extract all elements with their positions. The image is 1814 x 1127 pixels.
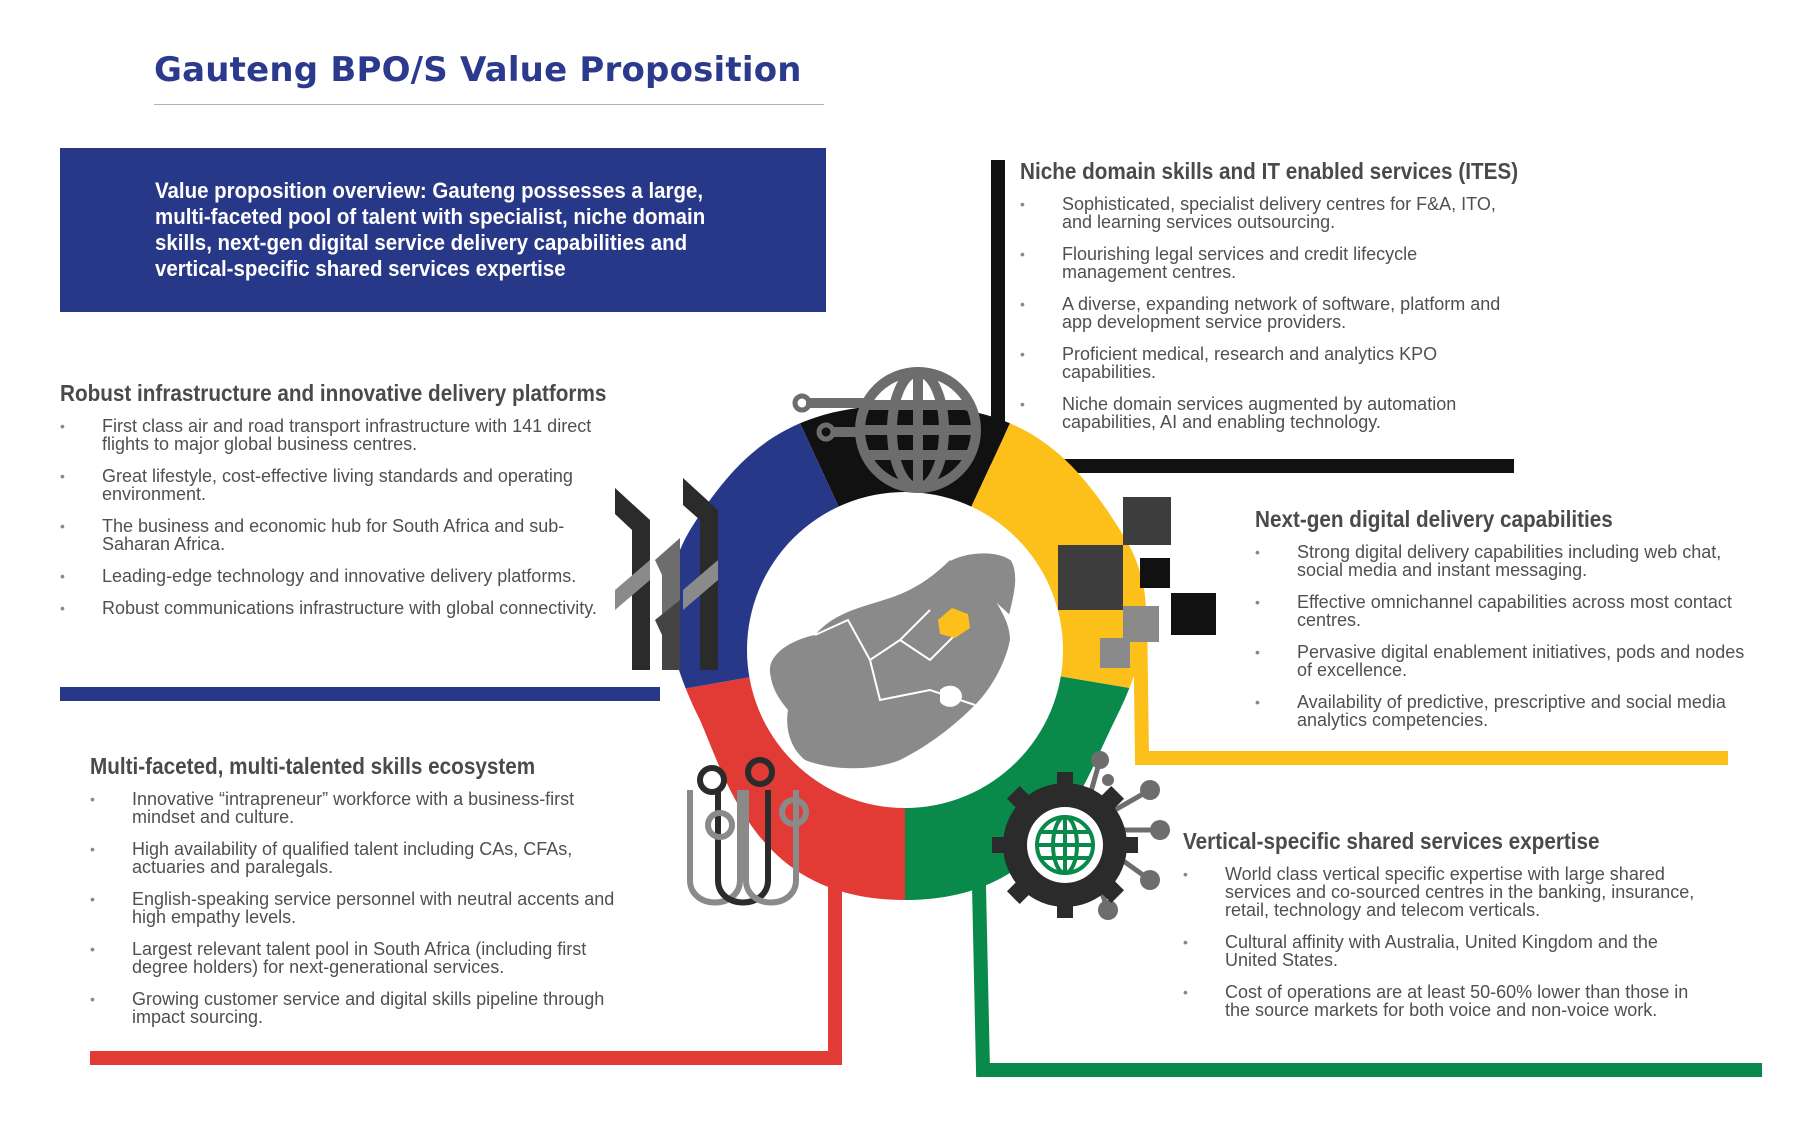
building-towers-icon	[615, 478, 718, 670]
overview-text: Value proposition overview: Gauteng poss…	[155, 178, 706, 281]
section-skills: Multi-faceted, multi-talented skills eco…	[90, 753, 635, 1040]
section-skills-title: Multi-faceted, multi-talented skills eco…	[90, 753, 536, 779]
list-item: •Robust communications infrastructure wi…	[60, 598, 597, 618]
list-item: •Flourishing legal services and credit l…	[1020, 244, 1418, 282]
red-connector-line	[90, 820, 842, 1065]
section-vertical-title: Vertical-specific shared services expert…	[1183, 828, 1600, 854]
section-skills-list: •Innovative “intrapreneur” workforce wit…	[90, 790, 635, 1026]
linked-hooks-icon	[687, 757, 809, 906]
list-item: •Cultural affinity with Australia, Unite…	[1183, 932, 1658, 970]
section-infrastructure: Robust infrastructure and innovative del…	[60, 380, 620, 631]
list-item: •Pervasive digital enablement initiative…	[1255, 642, 1745, 680]
green-connector-line	[971, 839, 1762, 1077]
connector-lines	[60, 160, 1762, 1077]
globe-circuit-icon	[792, 367, 981, 493]
page-title: Gauteng BPO/S Value Proposition	[154, 50, 802, 90]
section-digital-title: Next-gen digital delivery capabilities	[1255, 506, 1613, 532]
overview-box: Value proposition overview: Gauteng poss…	[60, 148, 826, 312]
section-digital: Next-gen digital delivery capabilities •…	[1255, 506, 1755, 743]
list-item: •Strong digital delivery capabilities in…	[1255, 542, 1722, 580]
section-infrastructure-title: Robust infrastructure and innovative del…	[60, 380, 607, 406]
list-item: •A diverse, expanding network of softwar…	[1020, 294, 1501, 332]
list-item: •Great lifestyle, cost-effective living …	[60, 466, 573, 504]
list-item: •English-speaking service personnel with…	[90, 889, 615, 927]
section-infrastructure-list: •First class air and road transport infr…	[60, 417, 620, 617]
list-item: •The business and economic hub for South…	[60, 516, 565, 554]
list-item: •High availability of qualified talent i…	[90, 839, 573, 877]
list-item: •Cost of operations are at least 50-60% …	[1183, 982, 1689, 1020]
section-vertical: Vertical-specific shared services expert…	[1183, 828, 1703, 1033]
list-item: •Effective omnichannel capabilities acro…	[1255, 592, 1732, 630]
section-vertical-list: •World class vertical specific expertise…	[1183, 865, 1703, 1019]
list-item: •Innovative “intrapreneur” workforce wit…	[90, 789, 575, 827]
list-item: •Largest relevant talent pool in South A…	[90, 939, 587, 977]
section-digital-list: •Strong digital delivery capabilities in…	[1255, 543, 1755, 729]
section-niche: Niche domain skills and IT enabled servi…	[1020, 158, 1520, 445]
section-niche-title: Niche domain skills and IT enabled servi…	[1020, 158, 1519, 184]
list-item: •Leading-edge technology and innovative …	[60, 566, 577, 586]
pixel-blocks-icon	[1058, 497, 1216, 668]
south-africa-map-icon	[769, 551, 1018, 769]
list-item: •Sophisticated, specialist delivery cent…	[1020, 194, 1496, 232]
list-item: •World class vertical specific expertise…	[1183, 864, 1695, 920]
yellow-connector-line	[1133, 609, 1728, 765]
gear-network-globe-icon	[992, 751, 1170, 920]
list-item: •Niche domain services augmented by auto…	[1020, 394, 1457, 432]
title-divider	[154, 104, 824, 105]
list-item: •Proficient medical, research and analyt…	[1020, 344, 1438, 382]
list-item: •Growing customer service and digital sk…	[90, 989, 605, 1027]
list-item: •First class air and road transport infr…	[60, 416, 592, 454]
list-item: •Availability of predictive, prescriptiv…	[1255, 692, 1726, 730]
section-niche-list: •Sophisticated, specialist delivery cent…	[1020, 195, 1520, 431]
gauteng-highlight	[938, 608, 970, 638]
